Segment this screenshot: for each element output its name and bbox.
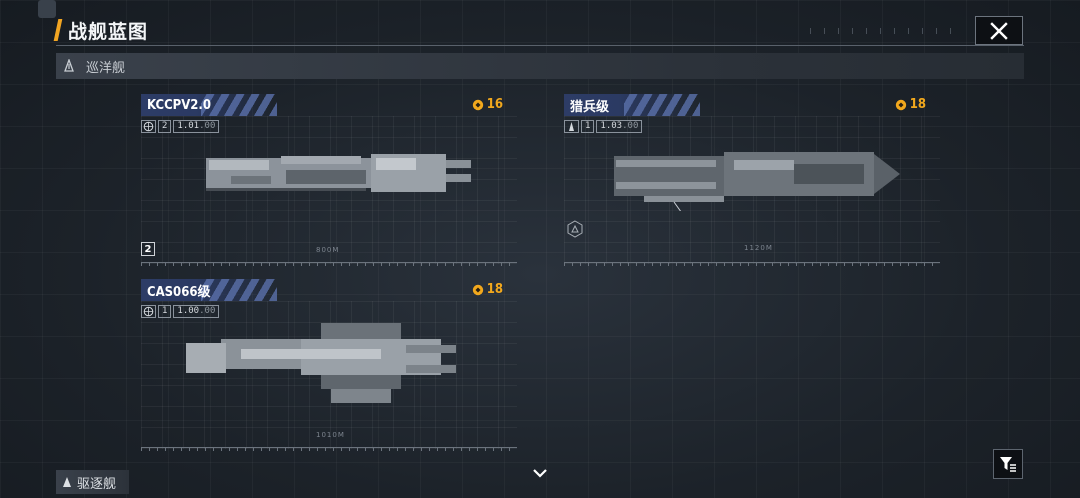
ship-card[interactable]: 猎兵级 18 1 1.03.00 1120M bbox=[564, 94, 944, 269]
ship-stats: 1 1.03.00 bbox=[564, 120, 643, 133]
stat-level: 2 bbox=[158, 120, 172, 133]
scale-label: 800M bbox=[316, 246, 340, 254]
ship-cost-value: 16 bbox=[486, 97, 503, 112]
ship-blueprint-image bbox=[186, 323, 456, 403]
scale-label: 1120M bbox=[744, 244, 773, 252]
cruiser-class-icon bbox=[64, 59, 74, 72]
ship-name: 猎兵级 bbox=[570, 99, 610, 115]
ship-cost-value: 18 bbox=[909, 97, 926, 112]
globe-icon bbox=[141, 305, 156, 318]
blueprint-coin-icon bbox=[472, 99, 483, 110]
blueprint-coin-icon bbox=[472, 284, 483, 295]
globe-icon bbox=[141, 120, 156, 133]
blueprint-ruler bbox=[564, 262, 940, 266]
close-button[interactable] bbox=[975, 16, 1023, 45]
ship-name-tab: 猎兵级 bbox=[564, 94, 700, 116]
ship-name: KCCPV2.0 bbox=[147, 97, 211, 113]
destroyer-category-button[interactable]: 驱逐舰 bbox=[56, 470, 129, 494]
corner-decoration bbox=[38, 0, 56, 18]
ship-stats: 2 1.01.00 bbox=[141, 120, 220, 133]
destroyer-class-icon bbox=[63, 477, 71, 487]
close-icon bbox=[990, 21, 1008, 40]
stat-value: 1.01.00 bbox=[173, 120, 220, 133]
page-header: 战舰蓝图 bbox=[56, 16, 148, 44]
ship-name: CAS066级 bbox=[147, 284, 211, 300]
stat-level: 1 bbox=[581, 120, 595, 133]
ship-name-tab: KCCPV2.0 bbox=[141, 94, 277, 116]
title-accent-mark bbox=[56, 19, 64, 41]
ship-cost: 18 bbox=[895, 97, 926, 112]
stat-value: 1.00.00 bbox=[173, 305, 220, 318]
category-label: 驱逐舰 bbox=[77, 476, 117, 492]
level-badge: 2 bbox=[141, 242, 155, 256]
ship-stats: 1 1.00.00 bbox=[141, 305, 220, 318]
header-divider bbox=[56, 45, 1024, 46]
category-header[interactable]: 巡洋舰 bbox=[56, 53, 1024, 79]
hexagon-marker-icon bbox=[567, 220, 583, 238]
ship-blueprint-image bbox=[206, 154, 471, 192]
ship-name-tab: CAS066级 bbox=[141, 279, 277, 301]
page-title: 战舰蓝图 bbox=[68, 20, 149, 43]
category-label: 巡洋舰 bbox=[86, 60, 126, 76]
blueprint-ruler bbox=[141, 447, 517, 451]
blueprint-ruler bbox=[141, 262, 517, 266]
chevron-down-icon[interactable] bbox=[530, 466, 550, 480]
header-tick-decoration bbox=[810, 28, 960, 34]
ship-blueprint-image bbox=[614, 152, 900, 211]
ship-silhouette-icon bbox=[564, 120, 579, 133]
ship-card[interactable]: CAS066级 18 1 1.00.00 1010M bbox=[141, 279, 521, 454]
scale-label: 1010M bbox=[316, 431, 345, 439]
ship-cost: 16 bbox=[472, 97, 503, 112]
filter-button[interactable] bbox=[993, 449, 1023, 479]
stat-level: 1 bbox=[158, 305, 172, 318]
filter-icon bbox=[1000, 457, 1016, 472]
blueprint-coin-icon bbox=[895, 99, 906, 110]
ship-cost-value: 18 bbox=[486, 282, 503, 297]
ship-cost: 18 bbox=[472, 282, 503, 297]
stat-value: 1.03.00 bbox=[596, 120, 643, 133]
ship-card[interactable]: KCCPV2.0 16 2 1.01.00 800M 2 bbox=[141, 94, 521, 269]
